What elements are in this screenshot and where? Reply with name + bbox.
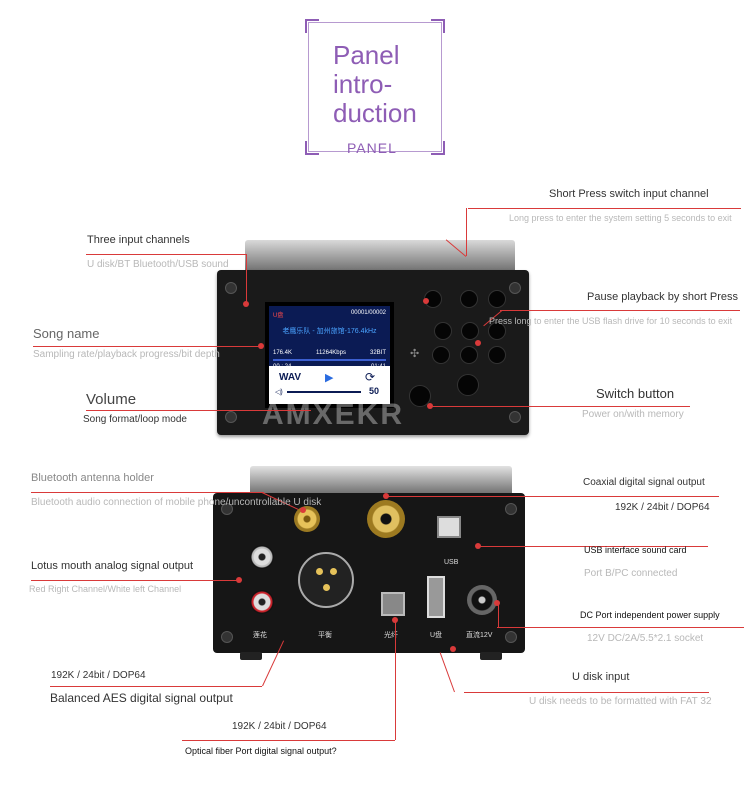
button[interactable] [488,322,506,340]
screw [509,411,521,423]
lotus-title: Lotus mouth analog signal output [31,560,194,572]
loop-icon: ⟳ [365,370,376,384]
rca-label: 莲花 [253,632,267,639]
switch-button-title: Switch button [596,386,675,401]
coaxial-title: Coaxial digital signal output [583,477,705,488]
rca-red-jack [250,590,274,614]
volume-bar [287,391,361,393]
usb-a-port [427,576,445,618]
header-title: Panel intro- duction [333,40,417,128]
lcd-status-area: WAV ▶ ⟳ ◁) 50 [269,366,390,404]
dc-port-sub: 12V DC/2A/5.5*2.1 socket [587,633,704,644]
volume-title: Volume [86,391,137,408]
udisk-sub: U disk needs to be formatted with FAT 32 [529,696,712,707]
song-name-title: Song name [33,326,100,341]
usb-b-label: USB [444,559,459,566]
xlr-pin [330,568,337,575]
nav-icon: ✣ [410,348,420,360]
dc-jack [467,585,497,615]
optical-port [381,592,405,616]
sample-rate: 176.4K [273,350,293,356]
volume-sub: Song format/loop mode [83,414,187,425]
power-button[interactable] [409,385,431,407]
button[interactable] [434,322,452,340]
usb-b-port [437,516,461,538]
rca-white-jack [250,545,274,569]
optical-title: Optical fiber Port digital signal output… [185,746,337,756]
three-inputs-sub: U disk/BT Bluetooth/USB sound [87,259,229,270]
udisk-title: U disk input [572,671,630,683]
screw [509,282,521,294]
speaker-icon: ◁) [275,389,283,396]
coaxial-connector [367,500,405,538]
foot [480,652,502,660]
volume-value: 50 [369,386,380,396]
optical-sub: 192K / 24bit / DOP64 [232,721,327,732]
pause-sub: Press long to enter the USB flash drive … [489,316,733,326]
button[interactable] [460,290,478,308]
format-label: WAV [279,372,302,383]
button[interactable] [461,322,479,340]
bitrate: 11264Kbps [316,350,346,356]
screw [505,503,517,515]
screw [221,503,233,515]
short-press-switch-title: Short Press switch input channel [549,188,709,200]
button[interactable] [432,346,450,364]
screw [505,631,517,643]
frame-corner [431,141,445,155]
button[interactable] [488,290,506,308]
button[interactable] [457,374,479,396]
frame-corner [305,141,319,155]
button[interactable] [488,346,506,364]
header-subtitle: PANEL [347,140,397,156]
brand-watermark: AMXEKR [262,398,405,431]
progress-bar [273,359,386,361]
dc-label: 直流12V [466,632,493,639]
song-title: 老鹰乐队 - 加州旅馆-176.4kHz [282,328,377,335]
coaxial-sub: 192K / 24bit / DOP64 [615,502,710,513]
bt-antenna-title: Bluetooth antenna holder [31,472,154,484]
xlr-label: 平衡 [318,632,332,639]
bt-antenna-sub: Bluetooth audio connection of mobile pho… [31,497,322,508]
source-tag: U盘 [273,313,284,319]
panel-header-frame: Panel intro- duction PANEL [305,19,445,156]
balanced-title: Balanced AES digital signal output [50,691,233,705]
lcd-screen: U盘 00001/00002 老鹰乐队 - 加州旅馆-176.4kHz 176.4… [265,302,394,408]
three-inputs-title: Three input channels [87,234,190,246]
screw [225,411,237,423]
switch-button-sub: Power on/with memory [582,409,684,420]
usb-card-sub: Port B/PC connected [584,568,678,579]
balanced-sub: 192K / 24bit / DOP64 [51,670,146,681]
frame-corner [431,19,445,33]
foot [240,652,262,660]
usb-card-title: USB interface sound card [584,545,687,555]
dc-port-title: DC Port independent power supply [580,610,720,620]
play-pause-button[interactable] [460,346,478,364]
xlr-pin [323,584,330,591]
rear-chassis-top [250,466,512,494]
play-icon: ▶ [325,372,334,384]
optical-label: 光纤 [384,632,398,639]
lotus-sub: Red Right Channel/White left Channel [29,584,182,594]
bit-depth: 32BIT [369,350,386,356]
song-name-sub: Sampling rate/playback progress/bit dept… [33,349,220,360]
pause-title: Pause playback by short Press [587,291,739,303]
xlr-pin [316,568,323,575]
xlr-connector [298,552,354,608]
antenna-connector [294,506,320,532]
screw [225,282,237,294]
short-press-switch-sub: Long press to enter the system setting 5… [509,213,732,223]
frame-corner [305,19,319,33]
screw [221,631,233,643]
track-counter: 00001/00002 [350,310,386,316]
front-chassis-top [245,240,515,273]
usb-a-label: U盘 [430,632,443,639]
